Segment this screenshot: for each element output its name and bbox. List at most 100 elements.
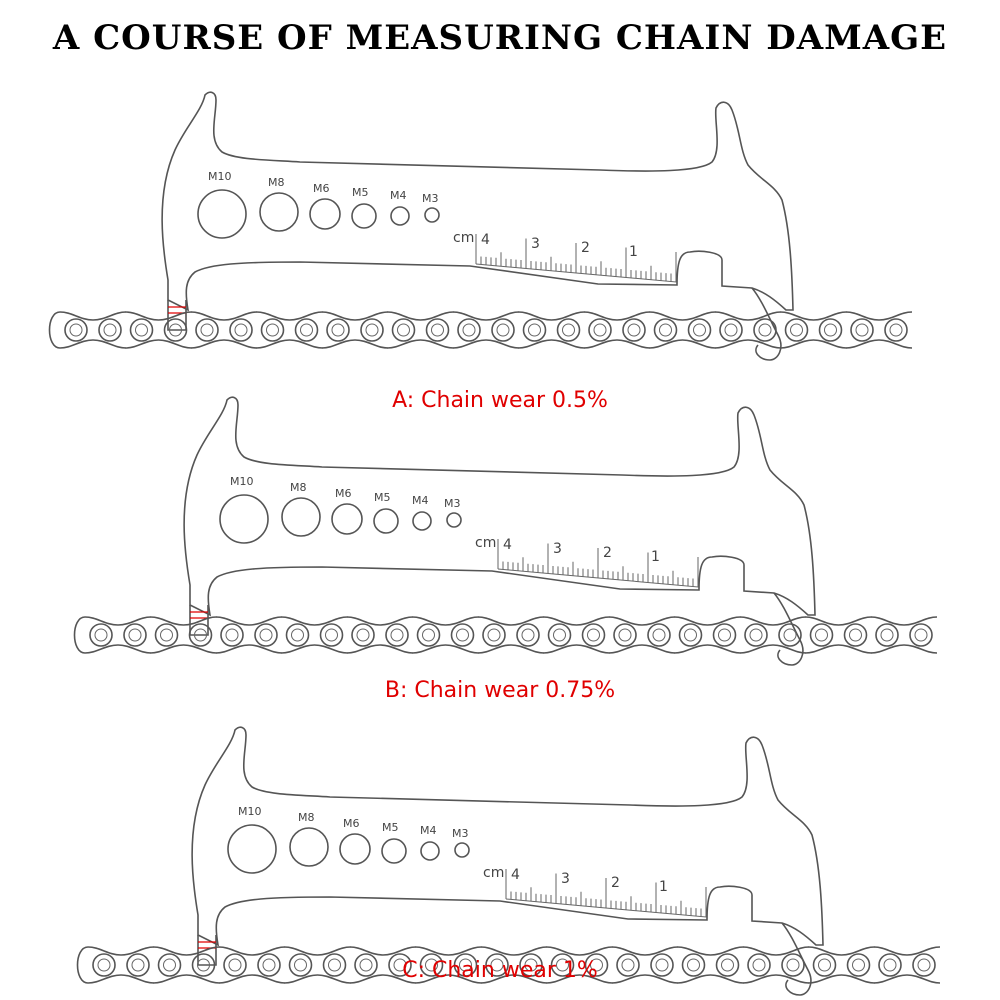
- scale-number-3: 3: [531, 236, 540, 252]
- chain-roller: [254, 623, 278, 647]
- chain-pin: [94, 628, 108, 642]
- chain-pin: [818, 958, 831, 972]
- chain-link-bottom: [649, 339, 716, 349]
- chain-roller: [719, 318, 743, 342]
- chain-roller: [195, 318, 219, 342]
- chain-link: [281, 616, 348, 626]
- chain-link: [608, 616, 676, 626]
- checker-jaw: [189, 605, 209, 636]
- chain-pin: [135, 323, 148, 337]
- hole-m8: [259, 192, 299, 232]
- hole-label-m4: M4: [412, 494, 429, 507]
- chain-link-bottom: [321, 339, 389, 349]
- chain-link-bottom: [870, 644, 938, 654]
- chain-link: [611, 946, 679, 956]
- chain-roller: [482, 623, 506, 647]
- chain-link-bottom: [480, 974, 548, 984]
- chain-link: [321, 311, 389, 321]
- scale-unit: cm: [483, 865, 504, 881]
- chain-pin: [528, 323, 541, 337]
- chain-link-bottom: [611, 974, 679, 984]
- chain-link: [150, 616, 217, 626]
- chain-link-bottom: [805, 644, 872, 654]
- caption-a: A: Chain wear 0.5%: [392, 388, 608, 413]
- chain-link: [412, 616, 479, 626]
- chain-link: [218, 946, 286, 956]
- chain-pin: [852, 958, 865, 972]
- chain-roller: [351, 623, 375, 647]
- hole-m5: [373, 508, 399, 534]
- chain-roller: [681, 953, 706, 977]
- chain-roller: [385, 623, 409, 647]
- chain-link-bottom: [125, 339, 192, 349]
- chain-pin: [160, 628, 173, 642]
- scale-number-4: 4: [503, 537, 512, 553]
- chain-a: [48, 311, 913, 349]
- chain-roller: [875, 623, 899, 647]
- chain-pin: [356, 628, 370, 642]
- chain-roller: [547, 623, 572, 647]
- chain-link-bottom: [739, 644, 807, 654]
- chain-roller: [285, 623, 310, 647]
- chain-roller: [550, 953, 575, 977]
- scale-number-4: 4: [511, 867, 520, 883]
- chain-link-bottom: [150, 644, 217, 654]
- chain-pin: [524, 958, 538, 972]
- chain-link-bottom: [677, 974, 744, 984]
- chain-pin: [618, 628, 632, 642]
- chain-pin: [721, 958, 734, 972]
- chain-roller: [850, 318, 874, 342]
- chain-roller: [687, 318, 712, 342]
- chain-pin: [487, 628, 501, 642]
- hole-m8: [281, 497, 321, 537]
- chain-pin: [786, 958, 800, 972]
- chain-link: [477, 616, 545, 626]
- chain-link: [739, 616, 807, 626]
- hole-label-m8: M8: [298, 811, 315, 824]
- chain-roller: [622, 318, 646, 342]
- chain-roller: [223, 953, 247, 977]
- chain-pin: [200, 323, 214, 337]
- chain-pin: [262, 958, 276, 972]
- chain-link-bottom: [845, 339, 913, 349]
- chain-link: [649, 311, 716, 321]
- hole-label-m6: M6: [313, 182, 330, 195]
- chain-pin: [228, 958, 242, 972]
- checker-jaw: [167, 300, 187, 331]
- chain-link-bottom: [873, 974, 941, 984]
- chain-pin: [197, 958, 210, 972]
- hole-m3: [454, 842, 470, 858]
- chain-pin: [562, 323, 575, 337]
- hole-m3: [424, 207, 440, 223]
- hole-label-m4: M4: [420, 824, 437, 837]
- hole-m4: [412, 511, 432, 531]
- scale-number-2: 2: [611, 875, 620, 891]
- chain-roller: [191, 953, 216, 977]
- hole-label-m5: M5: [374, 491, 391, 504]
- chain-link: [415, 946, 482, 956]
- checker-tool-outline: [191, 726, 824, 947]
- chain-roller: [485, 953, 509, 977]
- chain-end-left: [73, 616, 86, 654]
- chain-roller: [89, 623, 113, 647]
- hole-label-m10: M10: [238, 805, 262, 818]
- chain-link: [845, 311, 913, 321]
- chain-link-bottom: [714, 339, 782, 349]
- chain-roller: [522, 318, 547, 342]
- chain-roller: [712, 623, 737, 647]
- chain-link-bottom: [583, 339, 651, 349]
- chain-link: [387, 311, 454, 321]
- chain-link: [153, 946, 220, 956]
- chain-link: [87, 946, 155, 956]
- chain-link-bottom: [808, 974, 875, 984]
- chain-pin: [659, 323, 672, 337]
- chain-pin: [163, 958, 176, 972]
- chain-roller: [909, 623, 933, 647]
- chain-roller: [188, 623, 213, 647]
- checker-tool-outline: [183, 396, 816, 617]
- chain-link-bottom: [153, 974, 220, 984]
- chain-roller: [391, 318, 416, 342]
- chain-roller: [846, 953, 871, 977]
- chain-pin: [328, 958, 341, 972]
